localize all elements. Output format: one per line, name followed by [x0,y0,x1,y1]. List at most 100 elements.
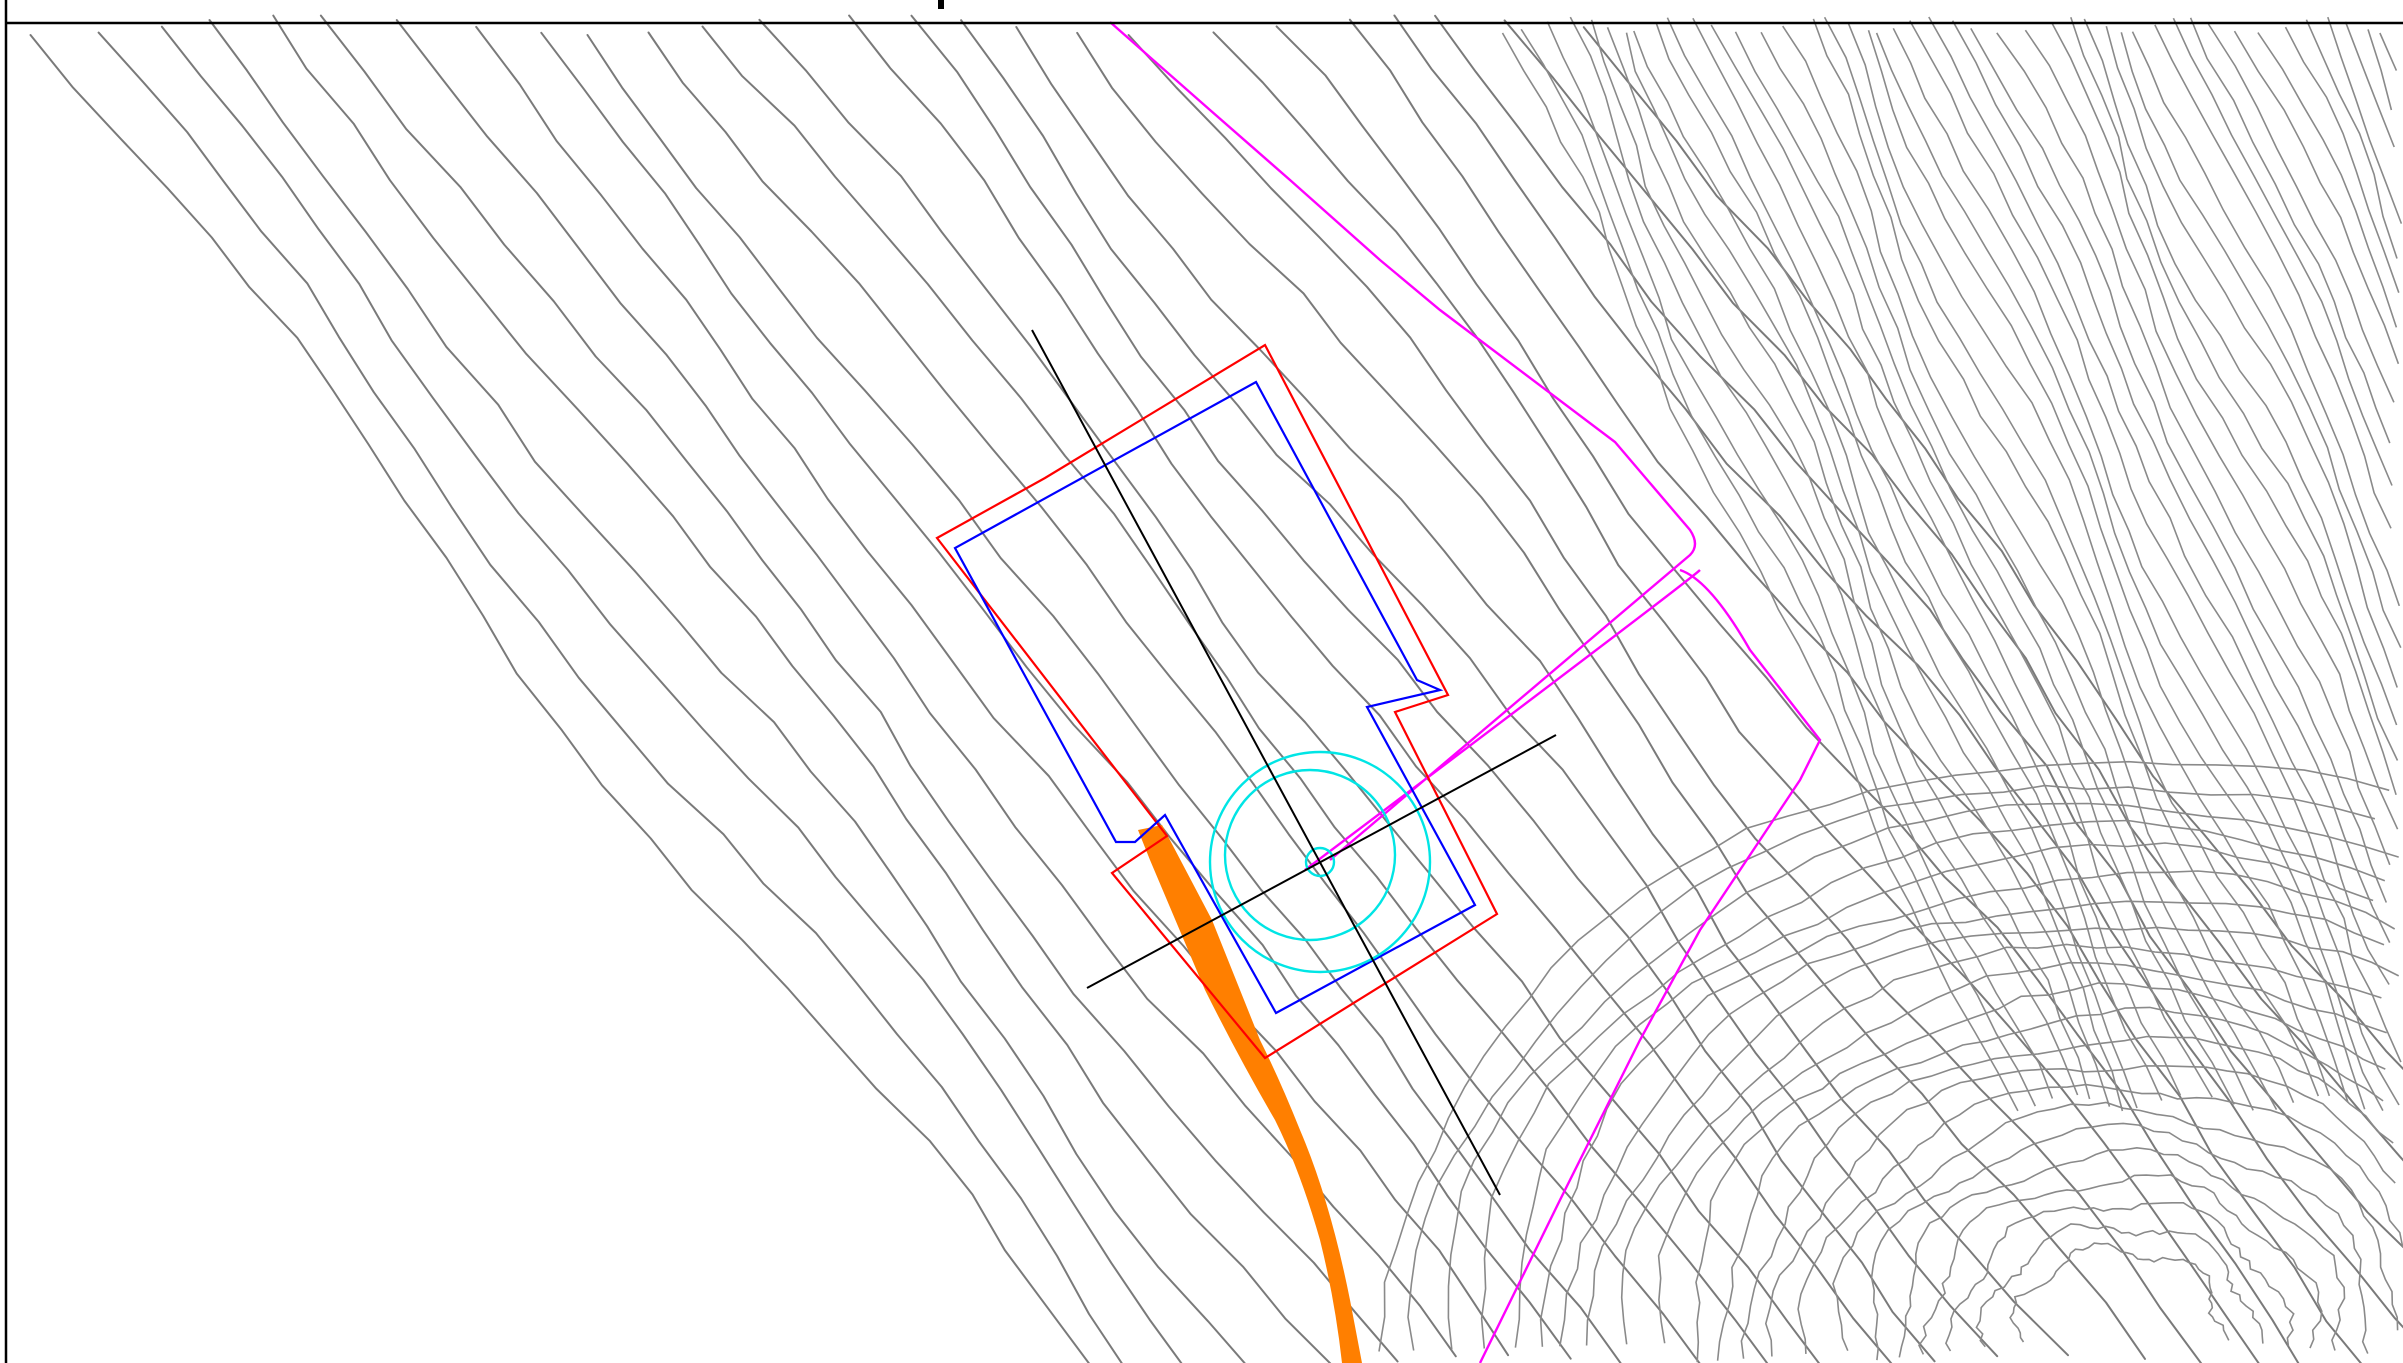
contour-lines [29,14,2403,1363]
contour-line [1951,20,2391,943]
contour-line [1812,18,2320,1097]
site-boundary[interactable] [1109,21,1822,1363]
contour-line [1633,30,2138,1109]
contour-line [1434,14,2403,1249]
contour-line [2083,18,2398,726]
contour-line [1620,943,2382,1345]
contour-line [1582,26,2403,1071]
contour-line [1764,1065,2396,1357]
contour-line [1407,784,2376,1351]
contour-line [1015,26,2069,1357]
contour-line [2207,23,2395,403]
contour-line [1447,802,2399,1350]
contour-line [2189,17,2391,444]
contour-line [586,34,1622,1363]
contour-line [1823,16,2331,1097]
contour-line [2051,22,2397,796]
contour-line [2257,32,2398,328]
contour-line [1740,1035,2394,1359]
contour-line [1539,870,2396,1347]
contour-line [910,14,1936,1363]
contour-line [1898,1146,2346,1358]
contour-line [1275,25,2300,1363]
contour-line [1870,1122,2369,1361]
overlay-layers [935,21,1822,1363]
contour-line [1797,1083,2403,1354]
contour-line [1716,1006,2384,1361]
contour-line [1606,27,2111,1107]
contour-line [2154,24,2392,529]
contour-line [1514,842,2374,1348]
contour-line [1832,1101,2399,1352]
contour-line [97,31,1123,1363]
center-axis-short [1086,734,1557,989]
title-glyph-fragment [938,0,944,9]
contour-line [2120,32,2402,649]
contour-line [2105,25,2398,688]
center-axis-long [1031,329,1501,1196]
contour-line [1892,27,2400,1106]
contour-line [2379,32,2398,71]
contour-line [1928,16,2390,985]
contour-line [1875,32,2384,1111]
contour-line [2344,21,2395,148]
inner-pad-outline[interactable] [953,380,1477,1015]
contour-line [1127,34,2203,1363]
contour-line [2367,29,2393,111]
contour-line [1590,19,2091,1100]
contour-line [540,31,1572,1360]
map-frame [4,0,8,1363]
contour-line [1559,900,2385,1347]
contour-line [1657,961,2387,1344]
contour-line [1378,760,2390,1352]
contour-line [1625,32,2124,1112]
contour-line [1734,31,2254,1111]
contour-line [1212,31,2260,1363]
contour-line [960,19,1999,1358]
contour-line [1348,18,2363,1363]
contour-line [848,14,1893,1363]
contour-line [1569,16,2079,1096]
contour-line [1867,30,2366,1110]
contour-line [395,19,1457,1358]
contour-line [2327,16,2403,224]
contour-line [1970,28,2388,903]
contour-line [1918,1174,2323,1355]
contour-line [1945,1202,2295,1352]
contour-line [2131,31,2401,607]
contour-line [2233,30,2400,365]
contour-line [208,19,1246,1363]
contour-line [1692,17,2213,1098]
contour-line [1546,21,2054,1099]
contour-line [1695,982,2386,1363]
contour-line [1655,23,2163,1101]
contour-line [2284,26,2400,293]
contour-line [1975,1223,2264,1348]
contour-line [701,25,1769,1363]
contour-line [2009,1242,2230,1343]
contour-line [2024,29,2399,830]
contour-line [647,31,1701,1363]
turbine-rings[interactable] [1208,750,1432,974]
contour-line [1710,24,2235,1105]
outer-pad-outline[interactable] [935,343,1499,1060]
contour-line [160,25,1183,1363]
contour-line [2070,17,2399,761]
contour-line [1847,22,2349,1103]
contour-line [475,25,1510,1357]
contour-line [1909,20,2402,1063]
contour-line [1520,28,2037,1107]
contour-line [2305,19,2398,259]
contour-line [758,18,1821,1363]
contour-line [1393,14,2403,1329]
contour-line [1760,31,2278,1110]
contour-line [1996,32,2391,866]
access-road[interactable] [1138,825,1362,1363]
contour-line [319,14,1399,1363]
contour-line [1076,31,2146,1360]
contour-line [2172,17,2393,486]
contour-line [272,14,1332,1363]
